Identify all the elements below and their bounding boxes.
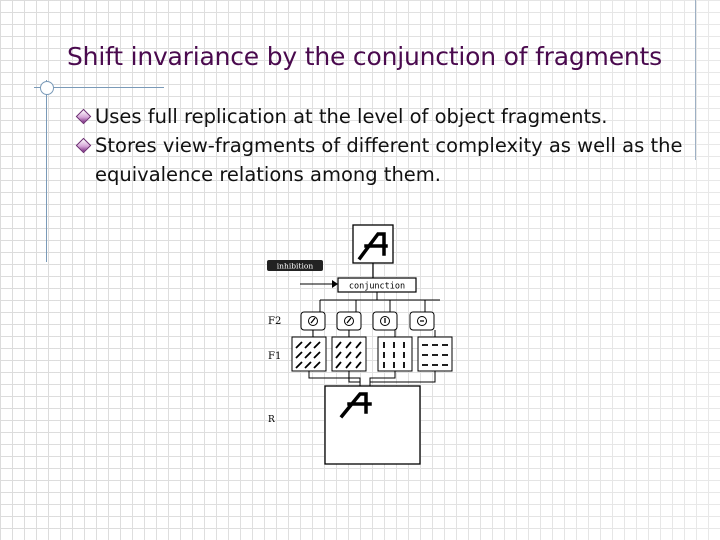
right-accent-line — [695, 0, 696, 160]
conjunction-text: conjunction — [349, 282, 405, 292]
slide-title: Shift invariance by the conjunction of f… — [67, 42, 662, 71]
conjunction-diagram: inhibition conjunction F2 F1 R — [267, 224, 453, 465]
f2-f1-connectors — [312, 330, 436, 337]
bullet-item: Uses full replication at the level of ob… — [75, 102, 695, 131]
diamond-bullet-icon — [75, 137, 92, 154]
r-label: R — [268, 415, 275, 425]
bullet-item: Stores view-fragments of different compl… — [75, 131, 695, 189]
f1-r-connectors — [308, 371, 436, 386]
title-underline — [34, 87, 164, 88]
bullet-text: Uses full replication at the level of ob… — [95, 105, 608, 128]
conjunction-bus — [319, 292, 440, 312]
f2-layer — [300, 311, 435, 331]
f2-label: F2 — [268, 316, 281, 327]
inhibition-label: inhibition — [267, 260, 323, 271]
inhibition-arrowhead — [332, 280, 338, 288]
f1-layer — [291, 336, 453, 372]
diamond-bullet-icon — [75, 108, 92, 125]
inhibition-text: inhibition — [277, 262, 314, 271]
accent-circle — [40, 81, 54, 95]
bullet-text: Stores view-fragments of different compl… — [95, 134, 683, 186]
left-accent-line — [46, 80, 47, 262]
bullet-list: Uses full replication at the level of ob… — [75, 102, 695, 189]
conjunction-box: conjunction — [337, 277, 417, 293]
output-box — [352, 224, 394, 264]
r-retina-box — [324, 385, 421, 465]
f1-label: F1 — [268, 351, 281, 362]
